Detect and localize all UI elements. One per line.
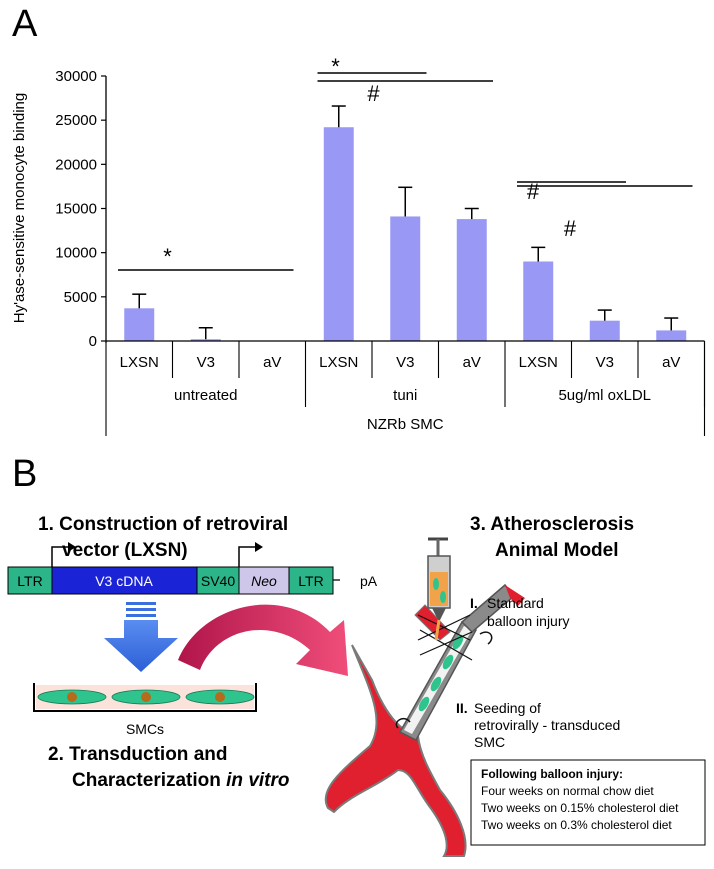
suture-icon: [479, 631, 493, 645]
injury2-line3: SMC: [474, 734, 505, 750]
step3-subtitle: Animal Model: [495, 540, 619, 561]
step2-subtitle: Characterization in vitro: [72, 770, 290, 791]
diet-info-box: Following balloon injury: Four weeks on …: [470, 759, 706, 846]
category-label: LXSN: [319, 354, 358, 371]
step3-title: 3. Atherosclerosis: [470, 514, 634, 535]
category-label: LXSN: [120, 354, 159, 371]
culture-dish: [33, 683, 257, 712]
cdna-label: V3 cDNA: [95, 573, 153, 589]
seeded-smc: [418, 696, 430, 712]
diet-line: Two weeks on 0.3% cholesterol diet: [481, 818, 672, 832]
y-tick-label: 10000: [55, 245, 97, 262]
smcs-label: SMCs: [126, 721, 164, 737]
group-label: tuni: [393, 387, 417, 404]
promoter-arrow-icon: [238, 546, 255, 567]
significance-symbol: #: [367, 81, 380, 106]
category-label: aV: [463, 354, 481, 371]
significance-symbol: #: [564, 216, 577, 241]
category-label: aV: [263, 354, 281, 371]
y-axis-ticks: 0 5000 10000 15000 20000 25000 30000: [55, 68, 106, 350]
y-tick-label: 25000: [55, 112, 97, 129]
bars: [124, 127, 687, 341]
ltr-right-box: [288, 566, 334, 595]
y-tick-label: 0: [89, 333, 97, 350]
bar: [323, 127, 354, 341]
category-label: V3: [596, 354, 614, 371]
group-label: untreated: [174, 387, 237, 404]
injury2-line2: retrovirally - transduced: [474, 717, 620, 733]
suture-icon: [395, 717, 411, 729]
category-label: V3: [396, 354, 414, 371]
diet-box-title: Following balloon injury:: [481, 767, 623, 781]
panel-b-label: B: [12, 453, 37, 495]
category-label: V3: [197, 354, 215, 371]
sv40-label: SV40: [201, 573, 235, 589]
step1-title: 1. Construction of retroviral: [38, 514, 288, 535]
y-tick-label: 20000: [55, 156, 97, 173]
promoter-arrowhead-icon: [68, 542, 76, 552]
ltr-right-label: LTR: [298, 573, 323, 589]
injury2-number: II.: [456, 700, 468, 716]
group-super-label: NZRb SMC: [367, 416, 444, 433]
bar: [523, 261, 554, 341]
bar: [190, 339, 221, 341]
sv40-box: [196, 566, 240, 595]
bar: [390, 216, 421, 341]
significance-symbol: *: [331, 54, 340, 79]
category-label: LXSN: [519, 354, 558, 371]
ltr-left-box: [7, 566, 53, 595]
injury2-line1: Seeding of: [474, 700, 541, 716]
curved-arrow-icon: [178, 604, 348, 676]
injury1-line2: balloon injury: [487, 613, 570, 629]
category-table: LXSN V3 aV LXSN V3 aV LXSN V3 aV untreated tuni 5ug…: [105, 340, 706, 436]
panel-a-label: A: [12, 3, 38, 45]
injury1-line1: Standard: [487, 595, 544, 611]
step1-subtitle: vector (LXSN): [62, 540, 188, 561]
bar: [456, 219, 487, 341]
seeded-smc: [442, 654, 454, 670]
diet-line: Two weeks on 0.15% cholesterol diet: [481, 801, 679, 815]
diet-line: Four weeks on normal chow diet: [481, 784, 654, 798]
seeded-smc: [430, 676, 442, 692]
promoter-arrowhead-icon: [255, 542, 263, 552]
y-axis-label: Hy'ase-sensitive monocyte binding: [11, 93, 28, 323]
bar-chart: Hy'ase-sensitive monocyte binding 0 5000 1…: [11, 54, 706, 436]
down-arrow-icon: [104, 602, 178, 672]
syringe-icon: [427, 537, 451, 641]
bar: [656, 330, 687, 341]
significance-markers: * * # # #: [118, 54, 693, 271]
seeded-smc: [452, 634, 464, 650]
ligature-icon: [417, 614, 473, 661]
polya-label: pA: [360, 573, 378, 589]
step2-title: 2. Transduction and: [48, 744, 227, 765]
y-tick-label: 30000: [55, 68, 97, 85]
error-bars: [132, 105, 679, 340]
neo-label: Neo: [251, 573, 277, 589]
y-tick-label: 15000: [55, 201, 97, 218]
category-label: aV: [662, 354, 680, 371]
significance-symbol: *: [163, 244, 172, 269]
bar: [124, 308, 155, 341]
neo-box: [238, 566, 290, 595]
bar: [589, 320, 620, 341]
aorta: [324, 644, 467, 857]
ltr-left-label: LTR: [17, 573, 42, 589]
injury1-number: I.: [470, 595, 478, 611]
group-label: 5ug/ml oxLDL: [558, 387, 651, 404]
significance-symbol: #: [527, 179, 540, 204]
y-tick-label: 5000: [64, 289, 97, 306]
vector-construct: LTR V3 cDNA SV40 Neo LTR pA: [7, 542, 378, 595]
promoter-arrow-icon: [51, 546, 68, 567]
vessel-illustration: [324, 537, 525, 857]
